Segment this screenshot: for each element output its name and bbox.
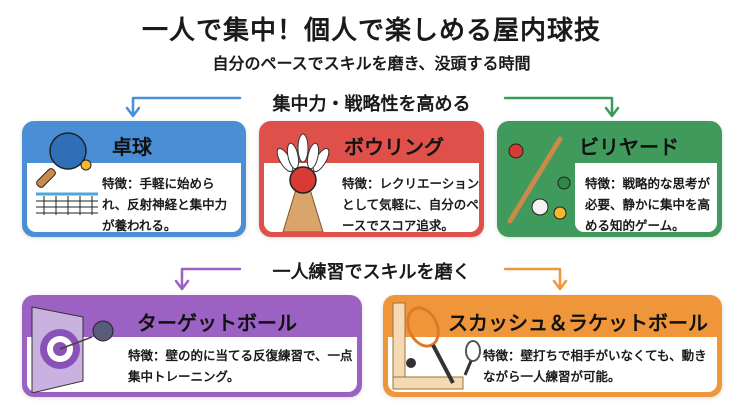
card-description: 特徴：レクリエーションとして気軽に、自分のペースでスコア追求。 [342, 176, 480, 233]
billiards-icon [507, 136, 571, 224]
card-title: ボウリング [344, 135, 444, 159]
floor-shape [392, 376, 464, 390]
section-heading-solo-practice: 一人練習でスキルを磨く [272, 262, 471, 283]
target-ball-icon [31, 306, 114, 393]
racket-icon [392, 302, 481, 390]
card-table-tennis: 卓球 特徴：手軽に始められ、反射神経と集中力が養われる。 [22, 121, 246, 237]
card-billiards: ビリヤード 特徴：戦略的な思考が必要、静かに集中を高める知的ゲーム。 [497, 121, 722, 237]
card-title: スカッシュ＆ラケットボール [448, 311, 708, 335]
card-bowling: ボウリング 特徴：レクリエーションとして気軽に、自分のペースでスコア追求。 [259, 121, 484, 237]
card-squash-racketball: スカッシュ＆ラケットボール 特徴：壁打ちで相手がいなくても、動きながら一人練習が… [383, 295, 722, 397]
page-subtitle: 自分のペースでスキルを磨き、没頭する時間 [212, 54, 531, 73]
section-heading-strategy: 集中力・戦略性を高める [272, 94, 471, 115]
table-tennis-icon [36, 132, 98, 215]
card-description: 特徴：壁の的に当てる反復練習で、一点集中トレーニング。 [128, 348, 353, 384]
card-title: ビリヤード [579, 135, 679, 159]
card-target-ball: ターゲットボール 特徴：壁の的に当てる反復練習で、一点集中トレーニング。 [22, 295, 362, 397]
card-title: 卓球 [112, 135, 152, 159]
card-description: 特徴：手軽に始められ、反射神経と集中力が養われる。 [102, 176, 228, 233]
card-description: 特徴：戦略的な思考が必要、静かに集中を高める知的ゲーム。 [585, 176, 711, 233]
card-description: 特徴：壁打ちで相手がいなくても、動きながら一人練習が可能。 [483, 348, 707, 384]
card-title: ターゲットボール [137, 311, 297, 335]
page-title: 一人で集中！個人で楽しめる屋内球技 [141, 16, 601, 46]
bowling-icon [276, 133, 330, 232]
